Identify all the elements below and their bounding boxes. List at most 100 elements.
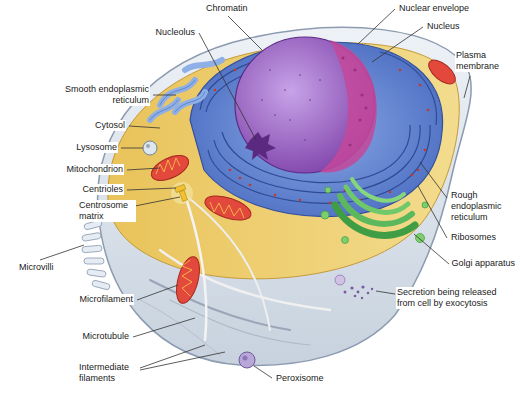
part-label: Nucleolus xyxy=(154,27,196,38)
part-label: Microtubule xyxy=(81,331,130,342)
leader-line xyxy=(40,245,84,260)
secretion-vesicles xyxy=(344,291,347,294)
secretion-vesicles xyxy=(371,288,373,290)
cytoskeleton xyxy=(170,300,310,345)
nucleus xyxy=(274,114,276,116)
nucleus xyxy=(365,107,368,110)
part-label: Golgi apparatus xyxy=(450,258,516,269)
secretion-vesicles xyxy=(335,275,373,299)
part-label: Intermediate filaments xyxy=(78,362,140,384)
golgi-apparatus xyxy=(335,179,415,235)
leader-line xyxy=(137,285,178,300)
nucleus xyxy=(245,132,276,160)
microvilli xyxy=(82,232,102,241)
smooth-endoplasmic-reticulum-outline xyxy=(150,100,178,120)
leader-line xyxy=(140,345,205,368)
mitochondrion xyxy=(172,254,204,306)
part-label: Chromatin xyxy=(205,3,249,14)
mitochondrion xyxy=(202,191,254,225)
part-label: Mitochondrion xyxy=(65,164,124,175)
leader-line xyxy=(135,197,180,206)
smooth-endoplasmic-reticulum-outline xyxy=(175,92,205,112)
rough-endoplasmic-reticulum xyxy=(417,169,420,172)
secretion-vesicles xyxy=(361,297,363,299)
nucleus xyxy=(354,69,357,72)
rough-endoplasmic-reticulum xyxy=(427,109,430,112)
leader-line xyxy=(127,188,176,190)
nucleus xyxy=(269,69,271,71)
rough-endoplasmic-reticulum xyxy=(239,177,242,180)
peroxisome xyxy=(243,356,248,361)
leader-line xyxy=(199,33,256,140)
part-label: Microvilli xyxy=(18,262,55,273)
peroxisome xyxy=(239,352,255,368)
smooth-endoplasmic-reticulum xyxy=(150,60,222,120)
leader-line xyxy=(464,76,470,98)
mitochondrion xyxy=(148,56,460,306)
smooth-endoplasmic-reticulum xyxy=(150,100,178,120)
leader-line xyxy=(420,162,447,198)
secretion-vesicles xyxy=(361,285,364,288)
nucleus xyxy=(261,99,263,101)
rough-endoplasmic-reticulum xyxy=(329,202,332,205)
rough-endoplasmic-reticulum xyxy=(380,52,437,125)
nucleus xyxy=(349,144,352,147)
microvilli xyxy=(84,258,104,264)
part-label: Ribosomes xyxy=(450,232,497,243)
rough-endoplasmic-reticulum xyxy=(419,84,422,87)
nucleus xyxy=(361,94,364,97)
part-label: Secretion being released from cell by ex… xyxy=(396,287,516,309)
part-label: Rough endoplasmic reticulum xyxy=(450,190,512,222)
microvilli xyxy=(82,220,111,290)
rough-endoplasmic-reticulum xyxy=(214,89,217,92)
lysosome xyxy=(146,144,150,148)
microvilli xyxy=(87,269,107,278)
nucleus xyxy=(359,119,362,122)
part-label: Microfilament xyxy=(78,294,134,305)
nucleus xyxy=(342,57,345,60)
rough-endoplasmic-reticulum xyxy=(274,194,277,197)
leader-line xyxy=(254,366,272,378)
rough-endoplasmic-reticulum xyxy=(399,69,402,72)
nucleus xyxy=(319,79,321,81)
secretion-vesicles xyxy=(354,295,357,298)
nucleus xyxy=(309,99,311,101)
part-label: Lysosome xyxy=(75,142,118,153)
part-label: Smooth endoplasmic reticulum xyxy=(52,84,150,106)
secretion-vesicles xyxy=(335,275,345,285)
nucleus xyxy=(299,74,301,76)
secretion-vesicles xyxy=(367,292,370,295)
part-label: Cytosol xyxy=(94,120,126,131)
rough-endoplasmic-reticulum xyxy=(249,184,252,187)
nucleus xyxy=(289,119,291,121)
rough-endoplasmic-reticulum xyxy=(234,69,237,72)
cytoskeleton xyxy=(140,300,220,355)
part-label: Centrosome matrix xyxy=(78,200,136,222)
peroxisome xyxy=(239,352,255,368)
leader-line xyxy=(121,148,143,149)
mitochondrion xyxy=(182,260,192,296)
centrosome xyxy=(171,182,193,204)
leader-line xyxy=(414,234,449,264)
rough-endoplasmic-reticulum xyxy=(424,149,427,152)
mitochondrion xyxy=(210,202,244,218)
golgi-vesicle xyxy=(321,211,329,219)
leader-line xyxy=(372,27,423,62)
part-label: Plasma membrane xyxy=(455,50,509,72)
secretion-vesicles xyxy=(357,291,360,294)
rough-endoplasmic-reticulum xyxy=(389,191,392,194)
leader-line xyxy=(153,95,176,96)
leader-line xyxy=(129,126,160,128)
microvilli xyxy=(82,245,102,253)
leader-line xyxy=(418,186,447,238)
microvilli xyxy=(92,280,111,290)
part-label: Nucleus xyxy=(426,21,461,32)
leader-line xyxy=(40,9,470,378)
nucleus xyxy=(261,69,321,141)
centrosome xyxy=(171,182,193,204)
nucleus xyxy=(235,37,377,173)
leader-line xyxy=(140,352,225,370)
golgi-vesicle xyxy=(342,237,349,244)
cell-body xyxy=(98,27,472,365)
